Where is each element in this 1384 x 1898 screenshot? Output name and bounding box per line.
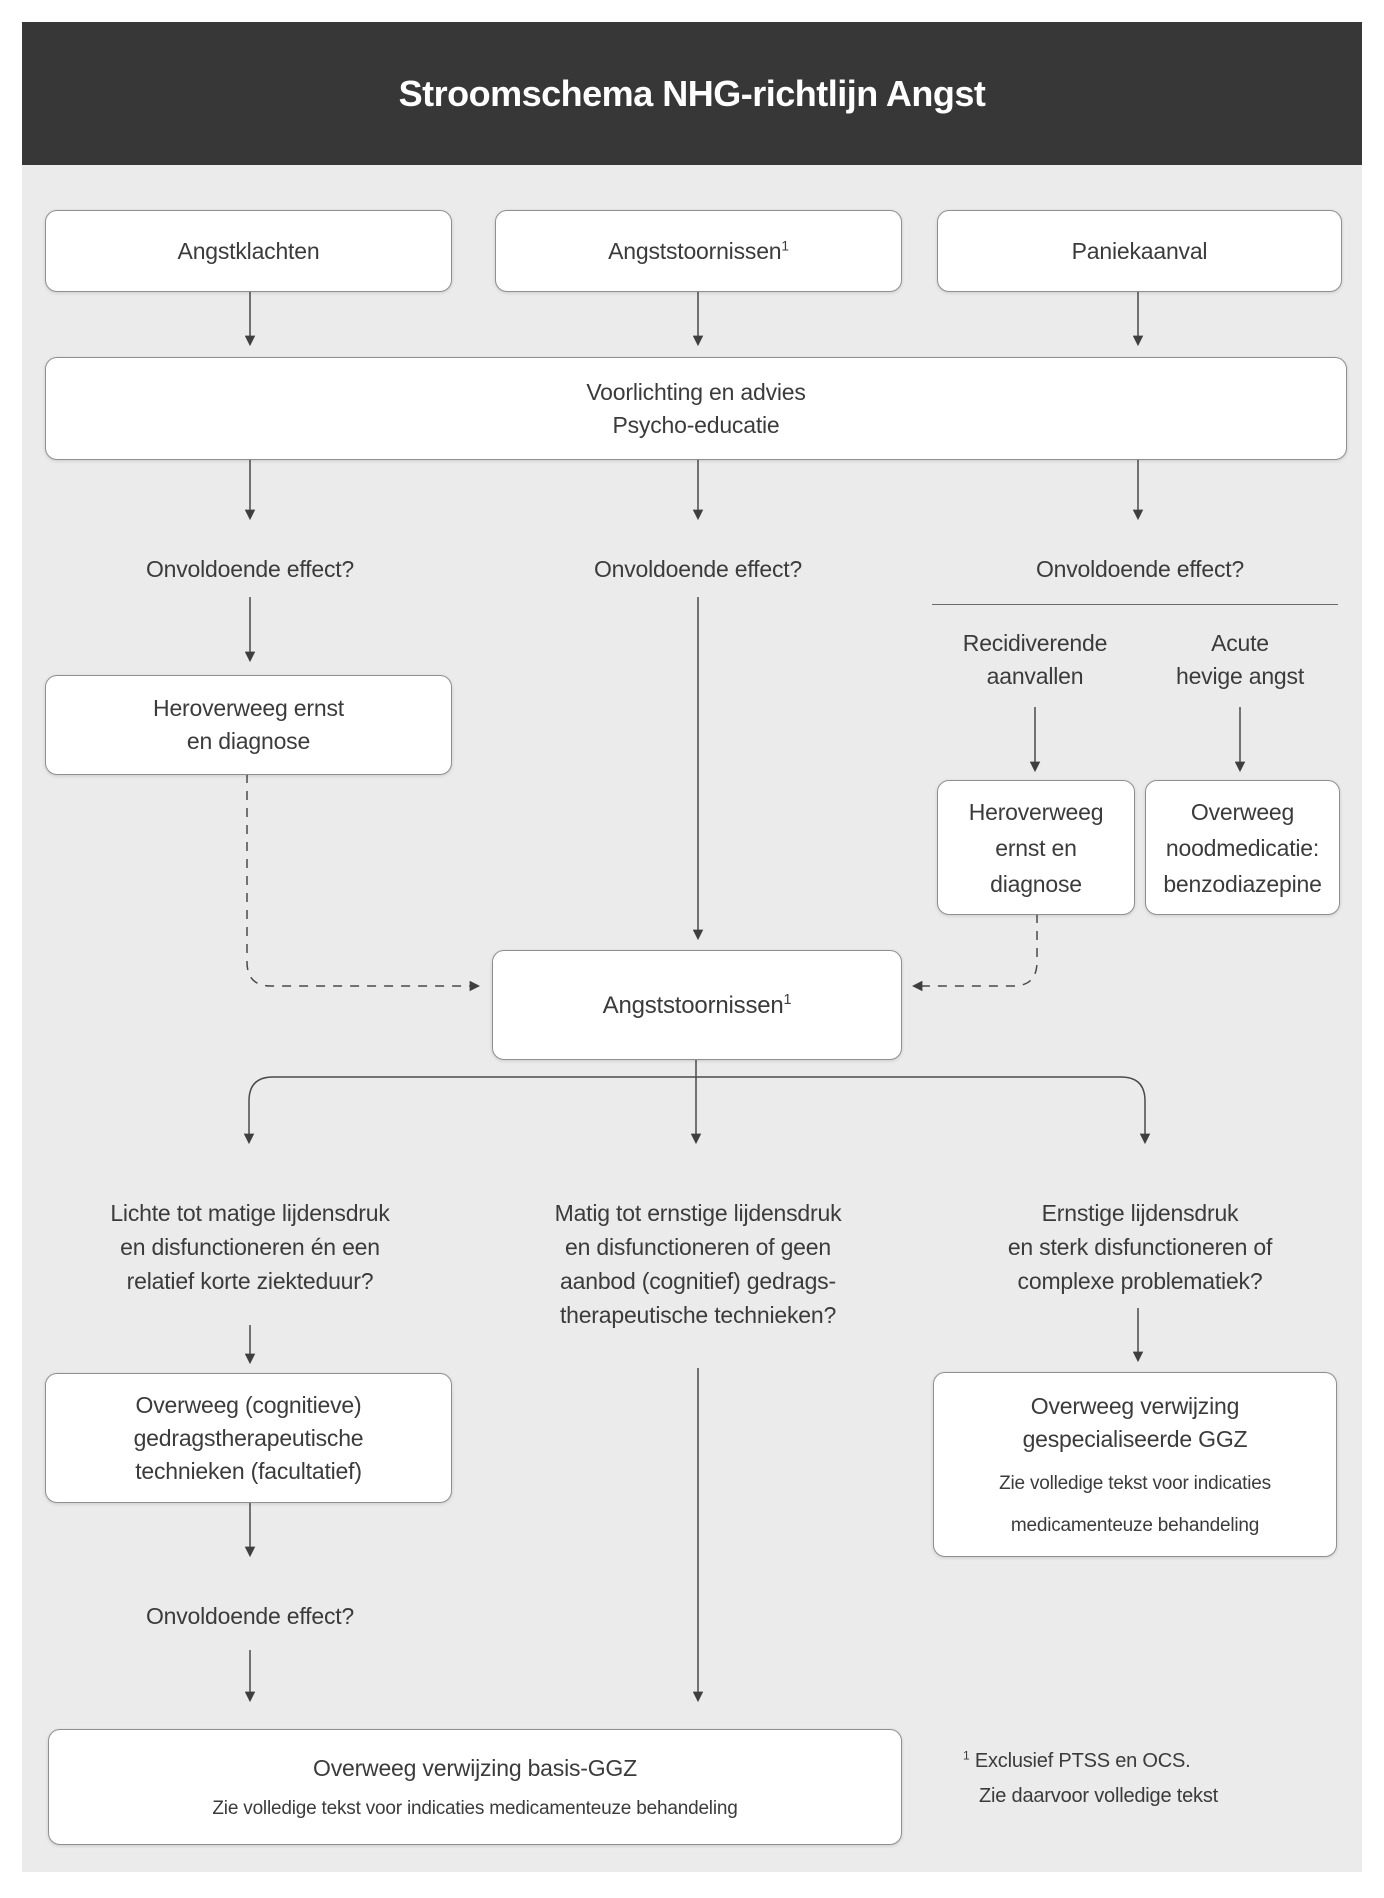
page-title: Stroomschema NHG-richtlijn Angst <box>398 72 986 114</box>
footnote-marker: 1 <box>781 237 789 253</box>
footnote: 1 Exclusief PTSS en OCS. Zie daarvoor vo… <box>963 1748 1218 1807</box>
node-heroverweeg-ernst-diagnose-rechts: Heroverweeg ernst en diagnose <box>937 780 1135 915</box>
node-voorlichting-advies: Voorlichting en advies Psycho-educatie <box>45 357 1347 460</box>
question-lichte-lijdensdruk: Lichte tot matige lijdensdruk en disfunc… <box>110 1200 390 1294</box>
label-onvoldoende-effect-4: Onvoldoende effect? <box>145 1603 355 1629</box>
label-acute-hevige-angst: Acute hevige angst <box>1175 630 1305 689</box>
label-onvoldoende-effect-2: Onvoldoende effect? <box>593 556 803 582</box>
header-bar: Stroomschema NHG-richtlijn Angst <box>22 22 1362 165</box>
node-overweeg-noodmedicatie: Overweeg noodmedicatie: benzodiazepine <box>1145 780 1340 915</box>
panic-branch-divider <box>932 604 1338 605</box>
question-matig-ernstige-lijdensdruk: Matig tot ernstige lijdensdruk en disfun… <box>554 1200 842 1328</box>
node-angststoornissen-top: Angststoornissen1 <box>495 210 902 292</box>
label-recidiverende-aanvallen: Recidiverende aanvallen <box>962 630 1108 689</box>
label-onvoldoende-effect-3: Onvoldoende effect? <box>1035 556 1245 582</box>
node-verwijzing-gespecialiseerde-ggz: Overweeg verwijzing gespecialiseerde GGZ… <box>933 1372 1337 1557</box>
node-paniekaanval: Paniekaanval <box>937 210 1342 292</box>
node-heroverweeg-ernst-diagnose-links: Heroverweeg ernst en diagnose <box>45 675 452 775</box>
node-verwijzing-basis-ggz: Overweeg verwijzing basis-GGZ Zie volled… <box>48 1729 902 1845</box>
footnote-marker: 1 <box>783 991 792 1008</box>
node-angstklachten: Angstklachten <box>45 210 452 292</box>
node-angststoornissen-mid: Angststoornissen1 <box>492 950 902 1060</box>
footnote-marker: 1 <box>963 1748 970 1763</box>
label-onvoldoende-effect-1: Onvoldoende effect? <box>145 556 355 582</box>
node-overweeg-cgt: Overweeg (cognitieve) gedragstherapeutis… <box>45 1373 452 1503</box>
question-ernstige-lijdensdruk: Ernstige lijdensdruk en sterk disfunctio… <box>1007 1200 1273 1294</box>
